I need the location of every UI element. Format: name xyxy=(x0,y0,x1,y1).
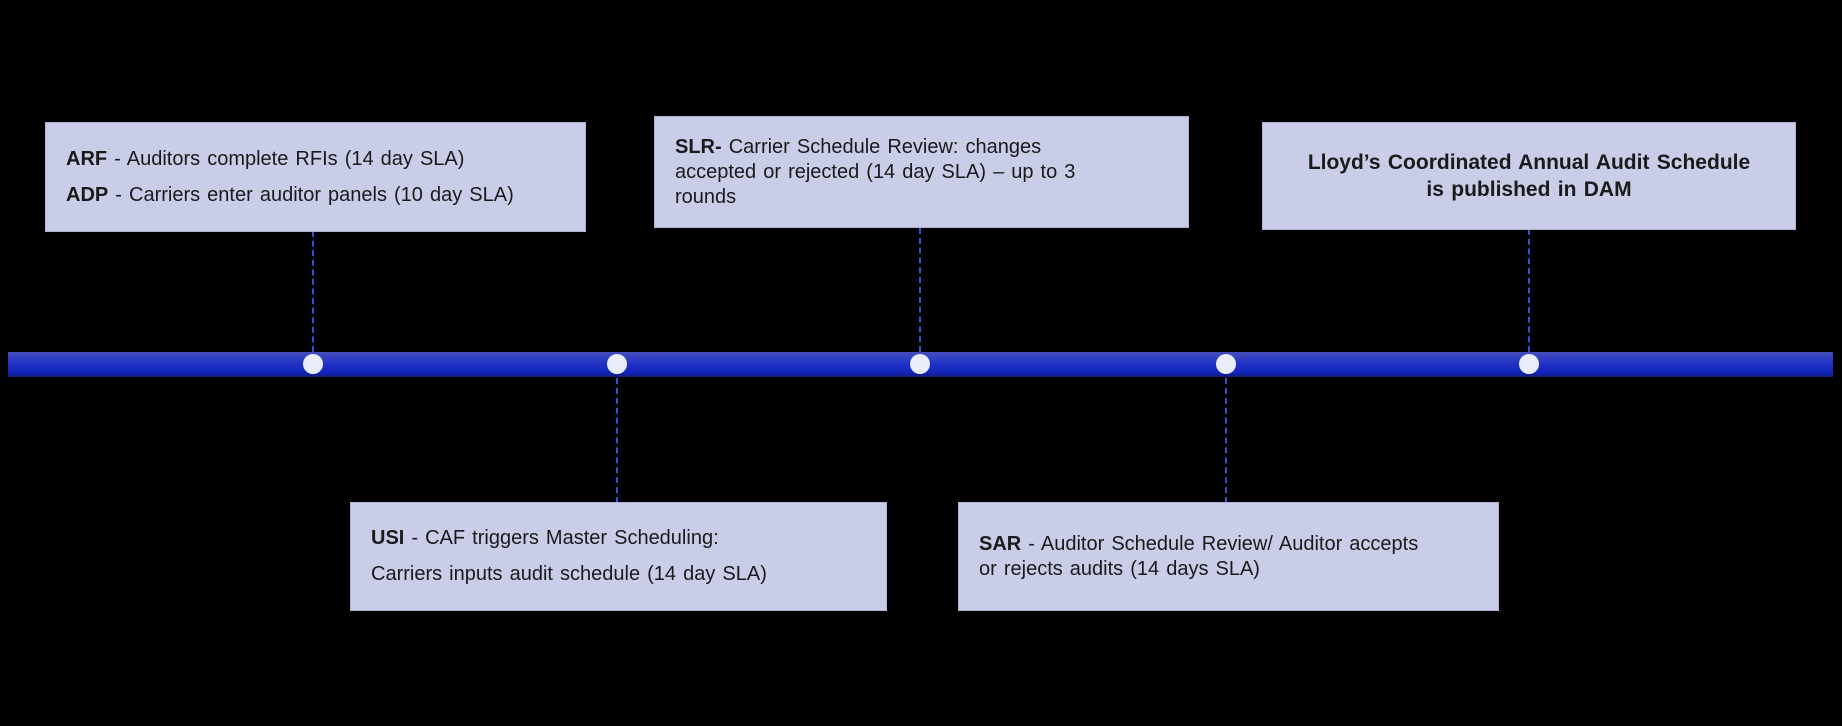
timeline-dot xyxy=(303,354,323,374)
event-box-sar: SAR - Auditor Schedule Review/ Auditor a… xyxy=(958,502,1499,611)
connector-line xyxy=(616,378,618,503)
event-description: - Auditor Schedule Review/ Auditor accep… xyxy=(979,532,1419,580)
event-text-line: USI - CAF triggers Master Scheduling: xyxy=(371,526,866,551)
timeline-dot xyxy=(1519,354,1539,374)
event-description: Carriers inputs audit schedule (14 day S… xyxy=(371,563,767,585)
event-text-line: SAR - Auditor Schedule Review/ Auditor a… xyxy=(979,532,1478,582)
event-description: - Carriers enter auditor panels (10 day … xyxy=(108,183,514,206)
event-code: SAR xyxy=(979,532,1022,555)
timeline-dot xyxy=(910,354,930,374)
event-box-publish: Lloyd’s Coordinated Annual Audit Schedul… xyxy=(1262,122,1796,230)
event-box-arf-adp: ARF - Auditors complete RFIs (14 day SLA… xyxy=(45,122,586,232)
event-code: ADP xyxy=(66,183,109,206)
connector-line xyxy=(312,231,314,352)
event-code: ARF xyxy=(66,147,108,170)
event-text-line: ADP - Carriers enter auditor panels (10 … xyxy=(66,183,565,208)
timeline-dot xyxy=(607,354,627,374)
event-text-line: Carriers inputs audit schedule (14 day S… xyxy=(371,562,866,587)
event-description: - Auditors complete RFIs (14 day SLA) xyxy=(107,147,465,170)
connector-line xyxy=(1528,229,1530,352)
timeline-dot xyxy=(1216,354,1236,374)
event-description: - CAF triggers Master Scheduling: xyxy=(404,527,719,549)
event-box-slr: SLR- Carrier Schedule Review: changes ac… xyxy=(654,116,1189,228)
event-code: SLR- xyxy=(675,135,722,158)
connector-line xyxy=(1225,378,1227,503)
event-text-line: SLR- Carrier Schedule Review: changes ac… xyxy=(675,135,1168,210)
event-description: Lloyd’s Coordinated Annual Audit Schedul… xyxy=(1307,151,1751,201)
connector-line xyxy=(919,228,921,352)
event-description: Carrier Schedule Review: changes accepte… xyxy=(675,135,1076,208)
event-text-line: Lloyd’s Coordinated Annual Audit Schedul… xyxy=(1283,149,1775,203)
event-code: USI xyxy=(371,527,405,549)
event-box-usi: USI - CAF triggers Master Scheduling: Ca… xyxy=(350,502,887,611)
event-text-line: ARF - Auditors complete RFIs (14 day SLA… xyxy=(66,147,565,172)
